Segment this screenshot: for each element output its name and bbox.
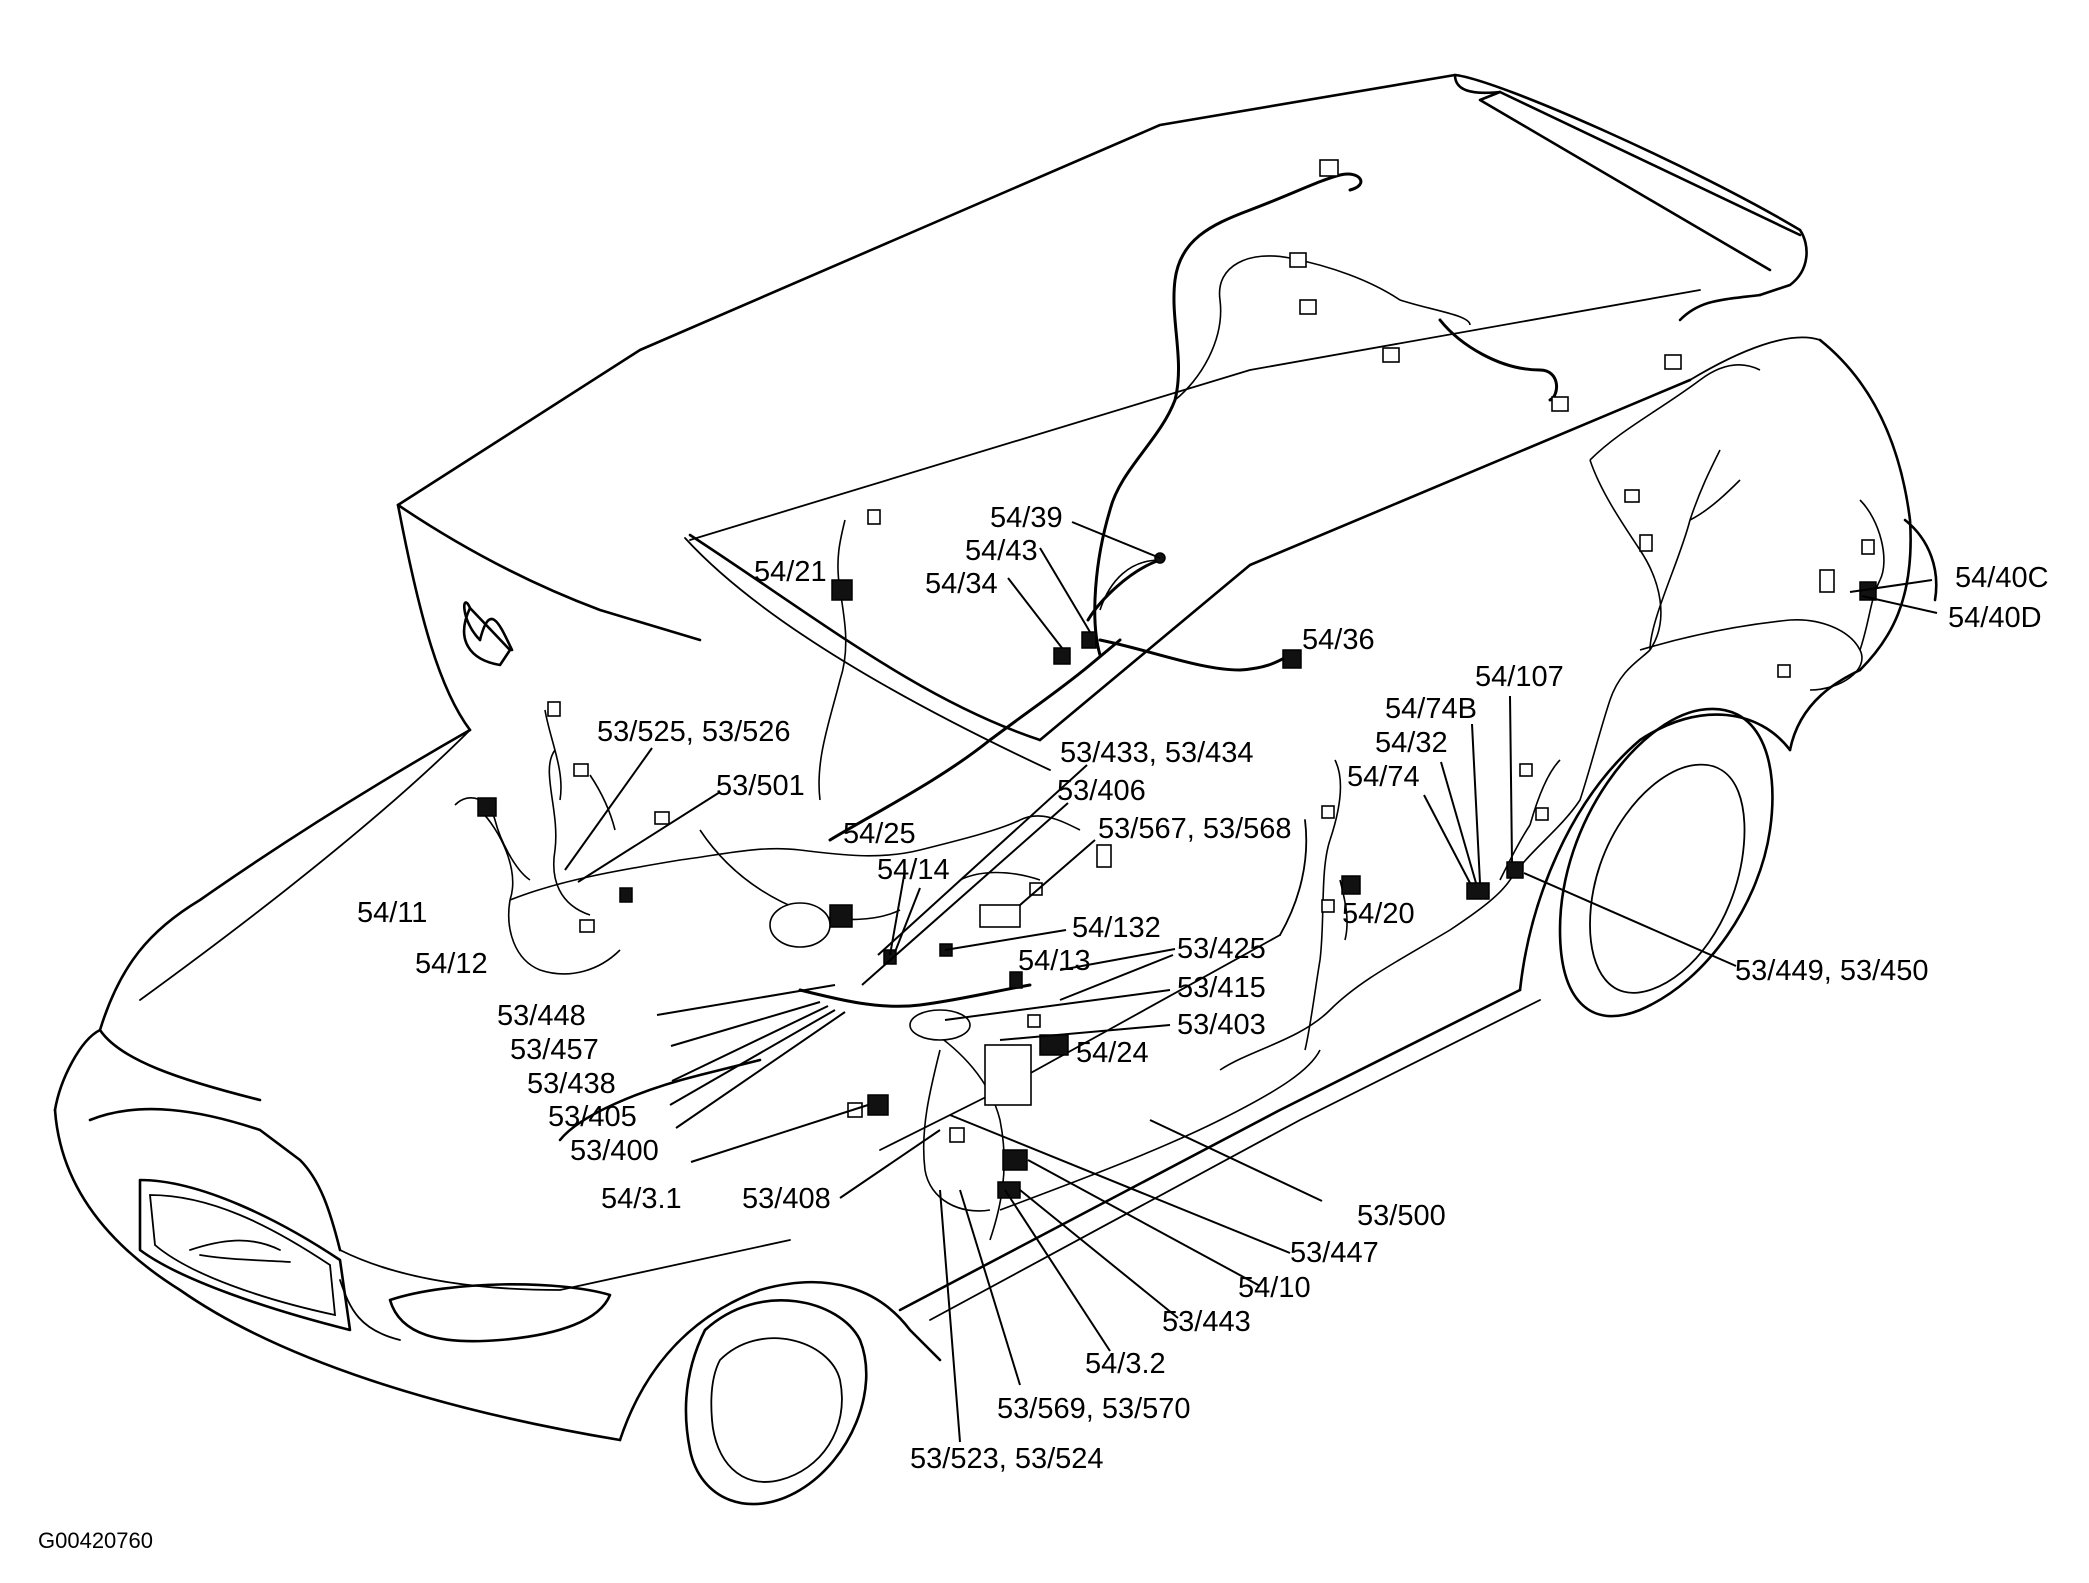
label-54-40C: 54/40C <box>1955 562 2049 594</box>
connector-54-24 <box>1039 1034 1069 1056</box>
label-53-500: 53/500 <box>1357 1200 1446 1232</box>
connector-54-3-1 <box>867 1094 889 1116</box>
dash-center-unit <box>769 902 831 948</box>
connector-54-74 <box>1466 882 1490 900</box>
connector-b-pillar-4 <box>1535 807 1549 821</box>
label-53-438: 53/438 <box>527 1068 616 1100</box>
connector-rear-1 <box>1664 354 1682 370</box>
connector-roof-2 <box>1289 252 1307 268</box>
label-54-132: 54/132 <box>1072 912 1161 944</box>
label-54-3-2: 54/3.2 <box>1085 1348 1166 1380</box>
label-54-11: 54/11 <box>357 897 427 929</box>
connectors <box>477 159 1877 1199</box>
label-54-21: 54/21 <box>754 556 827 588</box>
label-53-408: 53/408 <box>742 1183 831 1215</box>
connector-dash-4 <box>1027 1014 1041 1028</box>
connector-54-13 <box>1009 971 1023 989</box>
label-53-501: 53/501 <box>716 770 805 802</box>
wiring-harness <box>454 172 1885 1241</box>
connector-dash-2 <box>1029 882 1043 896</box>
label-54-43: 54/43 <box>965 535 1038 567</box>
label-53-415: 53/415 <box>1177 972 1266 1004</box>
label-54-107: 54/107 <box>1475 661 1564 693</box>
label-54-10: 54/10 <box>1238 1272 1311 1304</box>
label-54-24: 54/24 <box>1076 1037 1149 1069</box>
label-53-433: 53/433, 53/434 <box>1060 737 1254 769</box>
label-54-40D: 54/40D <box>1948 602 2042 634</box>
connector-roof-3 <box>1299 299 1317 315</box>
label-53-400: 53/400 <box>570 1135 659 1167</box>
label-54-14: 54/14 <box>877 854 950 886</box>
leader-lines <box>564 521 1938 1443</box>
label-53-405: 53/405 <box>548 1101 637 1133</box>
connector-54-10 <box>1002 1149 1028 1171</box>
connector-front-2 <box>547 701 561 717</box>
connector-54-36 <box>1282 649 1302 669</box>
label-53-406: 53/406 <box>1057 775 1146 807</box>
label-54-3-1: 54/3.1 <box>601 1183 682 1215</box>
label-53-567: 53/567, 53/568 <box>1098 813 1292 845</box>
label-54-13: 54/13 <box>1018 945 1091 977</box>
connector-54-21 <box>831 579 853 601</box>
connector-rear-2 <box>1624 489 1640 503</box>
label-54-74: 54/74 <box>1347 761 1420 793</box>
connector-dash-1 <box>1096 844 1112 868</box>
label-54-20: 54/20 <box>1342 898 1415 930</box>
label-53-525: 53/525, 53/526 <box>597 716 791 748</box>
connector-rear-5 <box>1861 539 1875 555</box>
connector-rear-3 <box>1639 534 1653 552</box>
label-53-457: 53/457 <box>510 1034 599 1066</box>
connector-b-pillar-2 <box>1321 899 1335 913</box>
connector-front-3 <box>573 763 589 777</box>
label-53-425: 53/425 <box>1177 933 1266 965</box>
connector-54-25 <box>829 904 853 928</box>
connector-front-1 <box>867 509 881 525</box>
connector-54-11 <box>477 797 497 817</box>
label-54-32: 54/32 <box>1375 727 1448 759</box>
label-54-74B: 54/74B <box>1385 693 1477 725</box>
connector-54-34 <box>1053 647 1071 665</box>
connector-b-pillar-1 <box>1321 805 1335 819</box>
connector-rear-6 <box>1777 664 1791 678</box>
label-53-569: 53/569, 53/570 <box>997 1393 1191 1425</box>
connector-roof-1 <box>1319 159 1339 177</box>
label-54-36: 54/36 <box>1302 624 1375 656</box>
connector-54-20 <box>1341 875 1361 895</box>
connector-roof-5 <box>1551 396 1569 412</box>
connector-rear-4 <box>1819 569 1835 593</box>
label-53-403: 53/403 <box>1177 1009 1266 1041</box>
heater-unit <box>909 1009 971 1041</box>
control-module <box>984 1044 1032 1106</box>
label-53-443: 53/443 <box>1162 1306 1251 1338</box>
car-body-outline <box>53 73 1938 1506</box>
connector-front-4 <box>654 811 670 825</box>
figure-code: G00420760 <box>38 1528 153 1553</box>
connector-54-107 <box>1506 861 1524 879</box>
connector-roof-4 <box>1382 347 1400 363</box>
connector-54-12 <box>619 887 633 903</box>
label-53-447: 53/447 <box>1290 1237 1379 1269</box>
label-53-448: 53/448 <box>497 1000 586 1032</box>
label-53-523: 53/523, 53/524 <box>910 1443 1104 1475</box>
connector-dash-3 <box>979 904 1021 928</box>
connector-b-pillar-3 <box>1519 763 1533 777</box>
label-54-39: 54/39 <box>990 502 1063 534</box>
connector-54-43 <box>1081 631 1097 649</box>
label-54-34: 54/34 <box>925 568 998 600</box>
label-54-25: 54/25 <box>843 818 916 850</box>
connector-dash-5 <box>949 1127 965 1143</box>
label-53-449: 53/449, 53/450 <box>1735 955 1929 987</box>
labels: 54/39 54/43 54/34 54/21 54/36 54/40C 54/… <box>38 502 2049 1553</box>
connector-front-5 <box>579 919 595 933</box>
label-54-12: 54/12 <box>415 948 488 980</box>
